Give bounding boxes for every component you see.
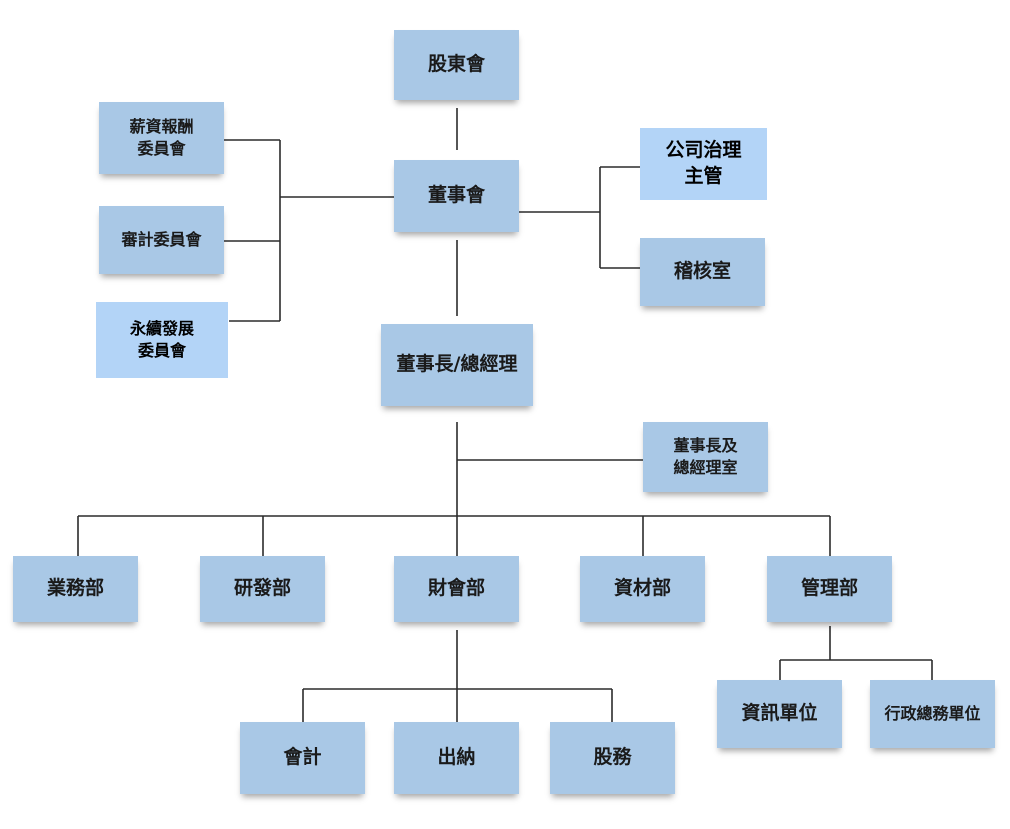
compensation-committee-box: 薪資報酬 委員會: [99, 102, 224, 174]
unit-stock-affairs-box: 股務: [550, 722, 675, 794]
shareholders-meeting-box: 股東會: [394, 30, 519, 100]
department-materials-box: 資材部: [580, 556, 705, 622]
department-sales-box: 業務部: [13, 556, 138, 622]
department-rnd-box: 研發部: [200, 556, 325, 622]
board-of-directors-box: 董事會: [394, 160, 519, 232]
unit-general-admin-box: 行政總務單位: [870, 680, 995, 748]
audit-committee-box: 審計委員會: [99, 206, 224, 274]
department-management-box: 管理部: [767, 556, 892, 622]
chairman-president-box: 董事長/總經理: [381, 324, 533, 406]
unit-cashier-box: 出納: [394, 722, 519, 794]
audit-office-box: 稽核室: [640, 238, 765, 306]
unit-it-box: 資訊單位: [717, 680, 842, 748]
department-finance-box: 財會部: [394, 556, 519, 622]
chairman-office-box: 董事長及 總經理室: [643, 422, 768, 492]
sustainability-committee-box: 永續發展 委員會: [96, 302, 228, 378]
corporate-governance-officer-box: 公司治理 主管: [640, 128, 767, 200]
unit-accounting-box: 會計: [240, 722, 365, 794]
